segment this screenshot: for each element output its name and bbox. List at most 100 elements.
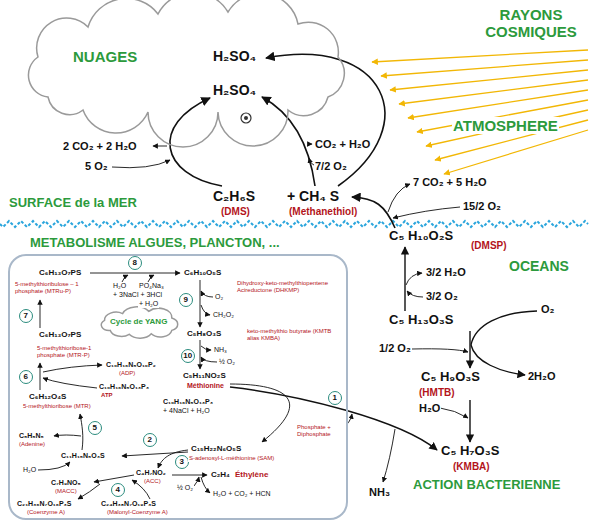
formula-text: 2H₂O — [527, 370, 557, 383]
reaction-arrow — [383, 429, 395, 482]
callout-number: 8 — [133, 258, 137, 267]
cycle-arrow — [194, 477, 199, 486]
cosmic-rays — [372, 50, 588, 174]
cycle-arrow — [38, 462, 70, 470]
cycle-arrow — [201, 477, 210, 493]
reaction-arrow — [406, 273, 422, 285]
cycle-arrow — [201, 305, 210, 315]
formula-text: 7 CO₂ + 5 H₂O — [412, 176, 488, 189]
compound-name: (Malonyl-Coenzyme A) — [106, 509, 169, 516]
cycle-arrow — [201, 291, 213, 297]
cycle-arrow — [40, 363, 41, 390]
compound-name: S-adenosyl-L-méthionine (SAM) — [188, 455, 275, 462]
compound-name: 5-methylthioribose (MTR) — [22, 403, 92, 410]
compound-name: (DMSP) — [470, 240, 508, 252]
cloud-symbol — [241, 113, 251, 123]
cloud: NUAGESH₂SO₄H₂SO₄ — [18, 2, 358, 120]
reaction-arrow — [153, 146, 167, 147]
compound-name: 5-methylthioribose-1 phosphate (MTR-P) — [36, 345, 104, 359]
reaction-arrow — [112, 160, 170, 168]
formula-text: PO₄Na₃ — [138, 282, 165, 290]
step-circle: 2 — [143, 433, 157, 447]
compound-name: ATP — [100, 392, 114, 399]
cosmic-ray — [372, 50, 588, 62]
formula-text: C₅ H₇O₃S — [440, 444, 500, 459]
reaction-arrow — [469, 331, 470, 368]
callout-number: 5 — [93, 423, 97, 432]
panel-heading: METABOLISME ALGUES, PLANCTON, ... — [28, 236, 282, 251]
formula-text: H₂SO₄ — [213, 48, 256, 64]
compound-name: keto-methylthio butyrate (KMTB alias KMB… — [246, 328, 343, 342]
step-circle: 5 — [88, 421, 102, 435]
formula-text: C₁₀H₁₆N₅O₁₃P₃ — [98, 383, 150, 391]
cycle-arrow — [148, 275, 154, 282]
formula-text: + H₂O — [138, 300, 159, 308]
reaction-arrow — [170, 98, 222, 186]
callout-number: 1 — [333, 393, 337, 402]
cycle-arrow — [200, 280, 201, 327]
compound-name: Dihydroxy-keto-methylthiopentene Aciredu… — [236, 280, 346, 294]
formula-text: CO₂ + H₂O — [314, 138, 371, 151]
cloud-shape — [101, 307, 177, 338]
formula-text: C₅H₁₁NO₂S — [182, 371, 227, 380]
compound-name: (Methanethiol) — [288, 206, 358, 218]
compound-name: (ADP) — [118, 370, 136, 377]
step-circle: 4 — [111, 483, 125, 497]
cycle-arrow — [40, 300, 41, 328]
formula-text: C₁₀H₁₆N₅O₁₀P₂ — [105, 361, 157, 369]
step-circle: 9 — [179, 293, 193, 307]
formula-text: NH₃ — [213, 346, 228, 354]
formula-text: O₂ — [540, 303, 555, 316]
formula-text: C₇H₉NO₅ — [50, 479, 82, 487]
formula-text: 2 CO₂ + 2 H₂O — [62, 140, 138, 153]
reaction-arrow — [440, 408, 468, 418]
formula-text: C₄H₇NO₂ — [135, 469, 167, 477]
formula-text: C₅ H₉O₃S — [420, 370, 481, 385]
compound-name: (KMBA) — [452, 461, 491, 473]
formula-text: + 4NaCl + H₂O — [162, 407, 211, 415]
compound-name: (Adenine) — [18, 441, 46, 448]
compound-name: Éthylène — [234, 470, 269, 479]
callout-number: 7 — [24, 311, 28, 320]
callout-number: 4 — [116, 485, 120, 494]
reaction-arrow — [307, 144, 312, 146]
formula-text: NH₃ — [368, 486, 391, 499]
callout-number: 3 — [180, 457, 184, 466]
cycle-arrow — [43, 378, 97, 388]
compound-name: 5-methylthioribulose – 1 phosphate (MTRu… — [14, 281, 98, 295]
cycle-arrow — [201, 346, 211, 350]
region-label: NUAGES — [73, 48, 137, 65]
step-circle: 10 — [181, 349, 195, 363]
reaction-arrow — [266, 54, 385, 186]
formula-text: C₅H₈O₃S — [186, 329, 222, 338]
reaction-arrow — [352, 197, 395, 228]
formula-text: C₁₁H₁₅N₅O₃S — [60, 452, 106, 460]
formula-text: H₂O — [22, 466, 37, 474]
formula-text: 7/2 O₂ — [314, 160, 348, 173]
formula-text: C₆H₁₀O₅S — [183, 268, 222, 277]
compound-name: Phosphate + Diphosphate — [296, 424, 346, 438]
cycle-arrow — [158, 450, 188, 468]
cosmic-ray — [399, 80, 588, 104]
formula-text: ½ O₂ — [176, 484, 194, 492]
formula-text: C₂H₄ — [210, 470, 231, 479]
cycle-arrow — [90, 273, 180, 274]
formula-text: C₆H₁₃O₇PS — [38, 330, 82, 339]
cloud-outline — [18, 2, 358, 120]
cosmic-ray — [390, 70, 588, 90]
callout-number: 10 — [183, 351, 192, 360]
step-circle: 1 — [328, 391, 342, 405]
callout-number: 6 — [24, 372, 28, 381]
cosmic-ray — [444, 130, 588, 174]
compound-name: (DMS) — [220, 206, 251, 218]
cycle-arrow — [172, 475, 207, 476]
reaction-arrow — [469, 400, 470, 442]
formula-text: H₂O — [418, 402, 441, 415]
formula-text: + 3NaCl + 3HCl — [112, 291, 163, 299]
formula-text: C₂₁H₃₆N₇O₁₆P₃S — [16, 500, 72, 508]
cycle-arrow — [200, 340, 201, 369]
sea-surface — [0, 221, 588, 227]
formula-text: C₆H₁₃O₇PS — [38, 268, 82, 277]
formula-text: H₂O — [112, 282, 127, 290]
